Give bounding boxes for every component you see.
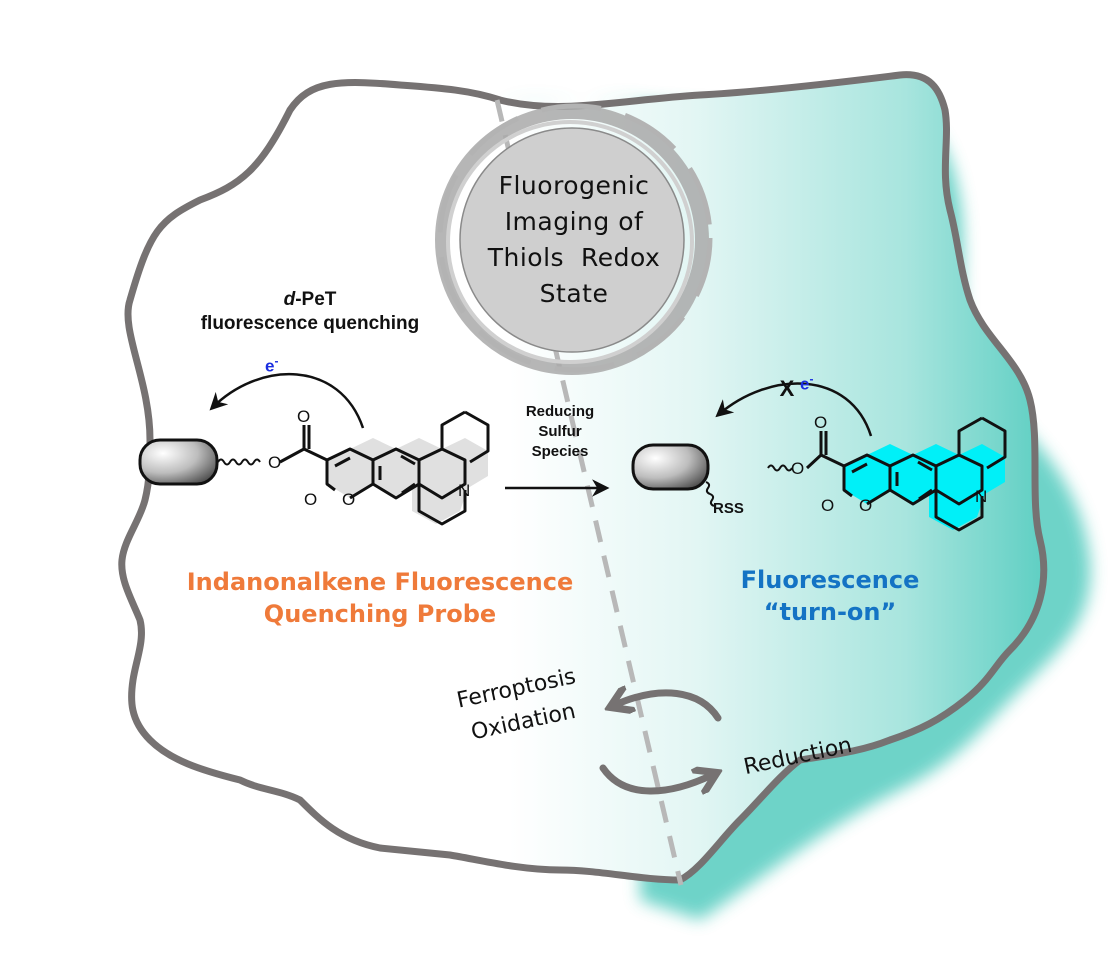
cell-membrane xyxy=(118,71,1048,884)
wavy-linker-rss xyxy=(705,481,715,507)
reduction-cycle-arrow xyxy=(599,764,712,791)
wavy-linker-right xyxy=(767,464,793,472)
title-circle xyxy=(459,127,685,353)
carbonyl-oxygen-right: O xyxy=(814,413,827,432)
ester-oxygen-right: O xyxy=(791,459,804,478)
carbonyl-oxygen-left: O xyxy=(297,407,310,426)
turn-on-label: Fluorescence “turn-on” xyxy=(740,566,920,626)
title-circle-ring xyxy=(435,103,713,375)
coumarin-core-right xyxy=(844,444,1005,530)
electron-label-right: e- xyxy=(800,372,814,394)
ester-oxygen: O xyxy=(268,453,281,472)
title-line: Fluorogenic xyxy=(498,171,650,200)
oxidation-cycle-arrow xyxy=(615,693,722,722)
target-pill-left xyxy=(138,438,219,486)
wavy-linker-left xyxy=(217,458,261,466)
blocked-mark: X xyxy=(780,376,795,401)
nitrogen-left: N xyxy=(458,481,470,500)
divider-dashed-line xyxy=(494,99,684,886)
pet-suffix: -PeT xyxy=(295,289,337,310)
pet-electron-arrow xyxy=(209,372,365,429)
blocked-pet-arrow xyxy=(715,382,873,437)
lactone-carbonyl-oxygen-right: O xyxy=(821,496,834,515)
title-line: Thiols Redox xyxy=(487,243,661,272)
target-pill-right xyxy=(631,443,710,491)
fluorescent-product-structure: O O O O N X xyxy=(631,376,1007,532)
pet-prefix: d xyxy=(283,289,296,310)
ring-oxygen-right: O xyxy=(859,496,872,515)
ring-oxygen-left: O xyxy=(342,490,355,509)
title-line: Imaging of xyxy=(504,207,644,236)
quenching-probe-structure: O O O O N xyxy=(138,372,490,526)
pet-label: d-PeT fluorescence quenching xyxy=(150,288,470,336)
electron-label-left: e- xyxy=(265,354,279,376)
pet-caption: fluorescence quenching xyxy=(200,313,420,334)
nitrogen-right: N xyxy=(975,487,987,506)
coumarin-core-left xyxy=(327,438,488,524)
probe-name-label: Indanonalkene Fluorescence Quenching Pro… xyxy=(186,568,574,628)
title-text: Fluorogenic Imaging of Thiols Redox Stat… xyxy=(452,120,696,360)
reagent-label: Reducing Sulfur Species xyxy=(525,403,595,460)
rss-label: RSS xyxy=(713,500,744,517)
lactone-carbonyl-oxygen-left: O xyxy=(304,490,317,509)
title-line: State xyxy=(539,279,609,308)
